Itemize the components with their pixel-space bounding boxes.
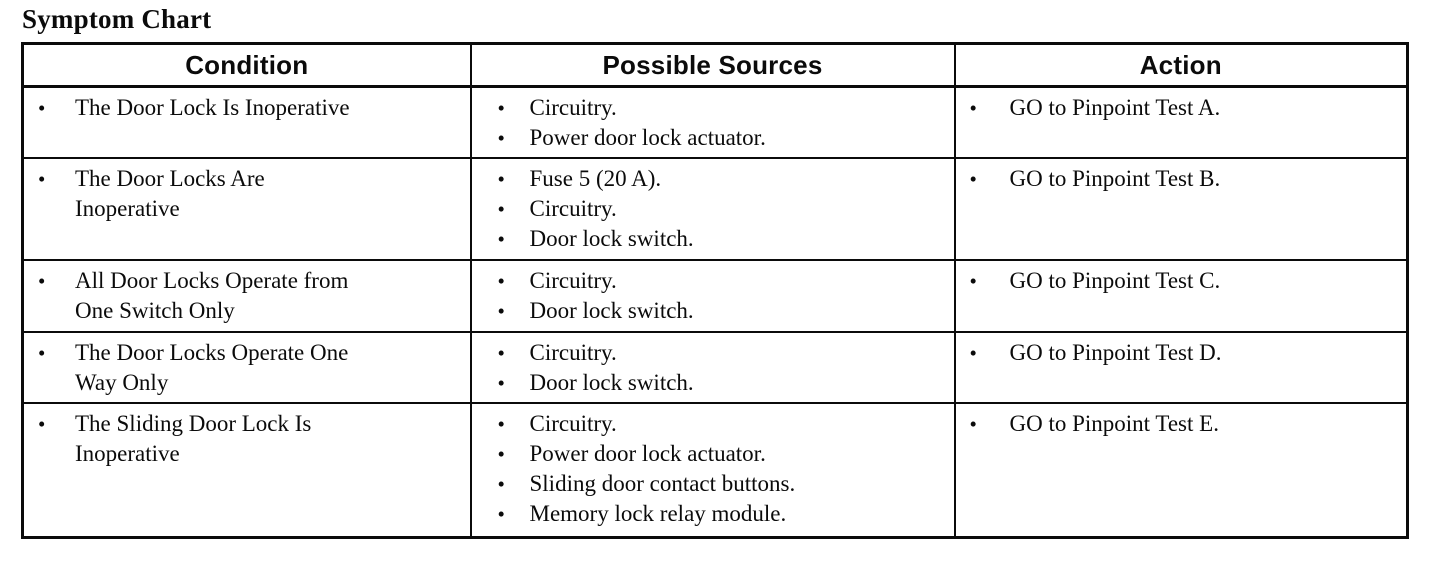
sources-cell: • Fuse 5 (20 A). • Circuitry. • Door loc… <box>469 157 956 261</box>
table-row: • The Door Locks Operate One Way Only • … <box>21 331 1409 404</box>
list-item: • Circuitry. <box>498 194 948 224</box>
list-item: • The Door Locks Operate One Way Only <box>38 338 464 398</box>
bullet-icon: • <box>497 197 505 221</box>
bullet-icon: • <box>38 167 46 191</box>
column-header-action: Action <box>953 42 1409 88</box>
action-cell: • GO to Pinpoint Test C. <box>953 259 1409 333</box>
action-cell: • GO to Pinpoint Test E. <box>953 402 1409 538</box>
condition-text: The Sliding Door Lock Is Inoperative <box>75 411 312 466</box>
bullet-icon: • <box>497 96 505 120</box>
bullet-icon: • <box>497 269 505 293</box>
bullet-icon: • <box>497 371 505 395</box>
list-item: • All Door Locks Operate from One Switch… <box>38 266 464 326</box>
list-item: • The Sliding Door Lock Is Inoperative <box>38 409 464 469</box>
source-text: Power door lock actuator. <box>529 125 766 150</box>
condition-cell: • The Door Locks Are Inoperative <box>21 157 472 261</box>
bullet-icon: • <box>497 299 505 323</box>
source-text: Circuitry. <box>529 340 617 365</box>
list-item: • Power door lock actuator. <box>498 439 948 469</box>
list-item: • The Door Lock Is Inoperative <box>38 93 464 123</box>
sources-cell: • Circuitry. • Door lock switch. <box>469 259 956 333</box>
bullet-icon: • <box>38 341 46 365</box>
action-text: GO to Pinpoint Test C. <box>1009 268 1221 293</box>
list-item: • GO to Pinpoint Test B. <box>970 164 1401 194</box>
action-text: GO to Pinpoint Test E. <box>1009 411 1219 436</box>
bullet-icon: • <box>969 412 977 436</box>
source-text: Sliding door contact buttons. <box>529 471 796 496</box>
condition-cell: • All Door Locks Operate from One Switch… <box>21 259 472 333</box>
table-row: • The Sliding Door Lock Is Inoperative •… <box>21 402 1409 538</box>
action-text: GO to Pinpoint Test A. <box>1009 95 1221 120</box>
list-item: • GO to Pinpoint Test A. <box>970 93 1401 123</box>
list-item: • Door lock switch. <box>498 224 948 254</box>
condition-cell: • The Door Lock Is Inoperative <box>21 85 472 159</box>
bullet-icon: • <box>497 412 505 436</box>
source-text: Memory lock relay module. <box>529 501 787 526</box>
symptom-chart-table: Condition Possible Sources Action • The … <box>21 42 1409 539</box>
list-item: • Door lock switch. <box>498 296 948 326</box>
action-text: GO to Pinpoint Test B. <box>1009 166 1221 191</box>
list-item: • Power door lock actuator. <box>498 123 948 153</box>
page-title: Symptom Chart <box>22 4 212 34</box>
source-text: Power door lock actuator. <box>529 441 766 466</box>
bullet-icon: • <box>497 167 505 191</box>
bullet-icon: • <box>969 269 977 293</box>
sources-cell: • Circuitry. • Power door lock actuator. <box>469 85 956 159</box>
source-text: Circuitry. <box>529 196 617 221</box>
list-item: • Circuitry. <box>498 338 948 368</box>
bullet-icon: • <box>497 472 505 496</box>
source-text: Door lock switch. <box>529 226 694 251</box>
header-row: Condition Possible Sources Action <box>21 42 1409 88</box>
bullet-icon: • <box>969 167 977 191</box>
bullet-icon: • <box>38 269 46 293</box>
sources-cell: • Circuitry. • Door lock switch. <box>469 331 956 404</box>
action-cell: • GO to Pinpoint Test B. <box>953 157 1409 261</box>
column-header-condition: Condition <box>21 42 472 88</box>
bullet-icon: • <box>38 96 46 120</box>
table-row: • The Door Locks Are Inoperative • Fuse … <box>21 157 1409 261</box>
table-row: • All Door Locks Operate from One Switch… <box>21 259 1409 333</box>
list-item: • Circuitry. <box>498 266 948 296</box>
bullet-icon: • <box>497 341 505 365</box>
list-item: • GO to Pinpoint Test C. <box>970 266 1401 296</box>
source-text: Door lock switch. <box>529 370 694 395</box>
bullet-icon: • <box>969 341 977 365</box>
list-item: • Door lock switch. <box>498 368 948 398</box>
table-row: • The Door Lock Is Inoperative • Circuit… <box>21 85 1409 159</box>
source-text: Circuitry. <box>529 268 617 293</box>
list-item: • Fuse 5 (20 A). <box>498 164 948 194</box>
list-item: • GO to Pinpoint Test D. <box>970 338 1401 368</box>
list-item: • The Door Locks Are Inoperative <box>38 164 464 224</box>
source-text: Fuse 5 (20 A). <box>529 166 662 191</box>
action-cell: • GO to Pinpoint Test D. <box>953 331 1409 404</box>
source-text: Circuitry. <box>529 411 617 436</box>
list-item: • Circuitry. <box>498 93 948 123</box>
condition-text: The Door Locks Are Inoperative <box>75 166 265 221</box>
column-header-possible-sources: Possible Sources <box>469 42 956 88</box>
source-text: Circuitry. <box>529 95 617 120</box>
sources-cell: • Circuitry. • Power door lock actuator.… <box>469 402 956 538</box>
bullet-icon: • <box>497 227 505 251</box>
bullet-icon: • <box>969 96 977 120</box>
condition-cell: • The Sliding Door Lock Is Inoperative <box>21 402 472 538</box>
bullet-icon: • <box>497 442 505 466</box>
condition-text: The Door Locks Operate One Way Only <box>75 340 349 395</box>
condition-text: All Door Locks Operate from One Switch O… <box>75 268 349 323</box>
list-item: • Sliding door contact buttons. <box>498 469 948 499</box>
bullet-icon: • <box>497 126 505 150</box>
list-item: • Circuitry. <box>498 409 948 439</box>
list-item: • Memory lock relay module. <box>498 499 948 529</box>
condition-text: The Door Lock Is Inoperative <box>75 95 350 120</box>
condition-cell: • The Door Locks Operate One Way Only <box>21 331 472 404</box>
list-item: • GO to Pinpoint Test E. <box>970 409 1401 439</box>
action-cell: • GO to Pinpoint Test A. <box>953 85 1409 159</box>
bullet-icon: • <box>38 412 46 436</box>
action-text: GO to Pinpoint Test D. <box>1009 340 1222 365</box>
source-text: Door lock switch. <box>529 298 694 323</box>
bullet-icon: • <box>497 502 505 526</box>
